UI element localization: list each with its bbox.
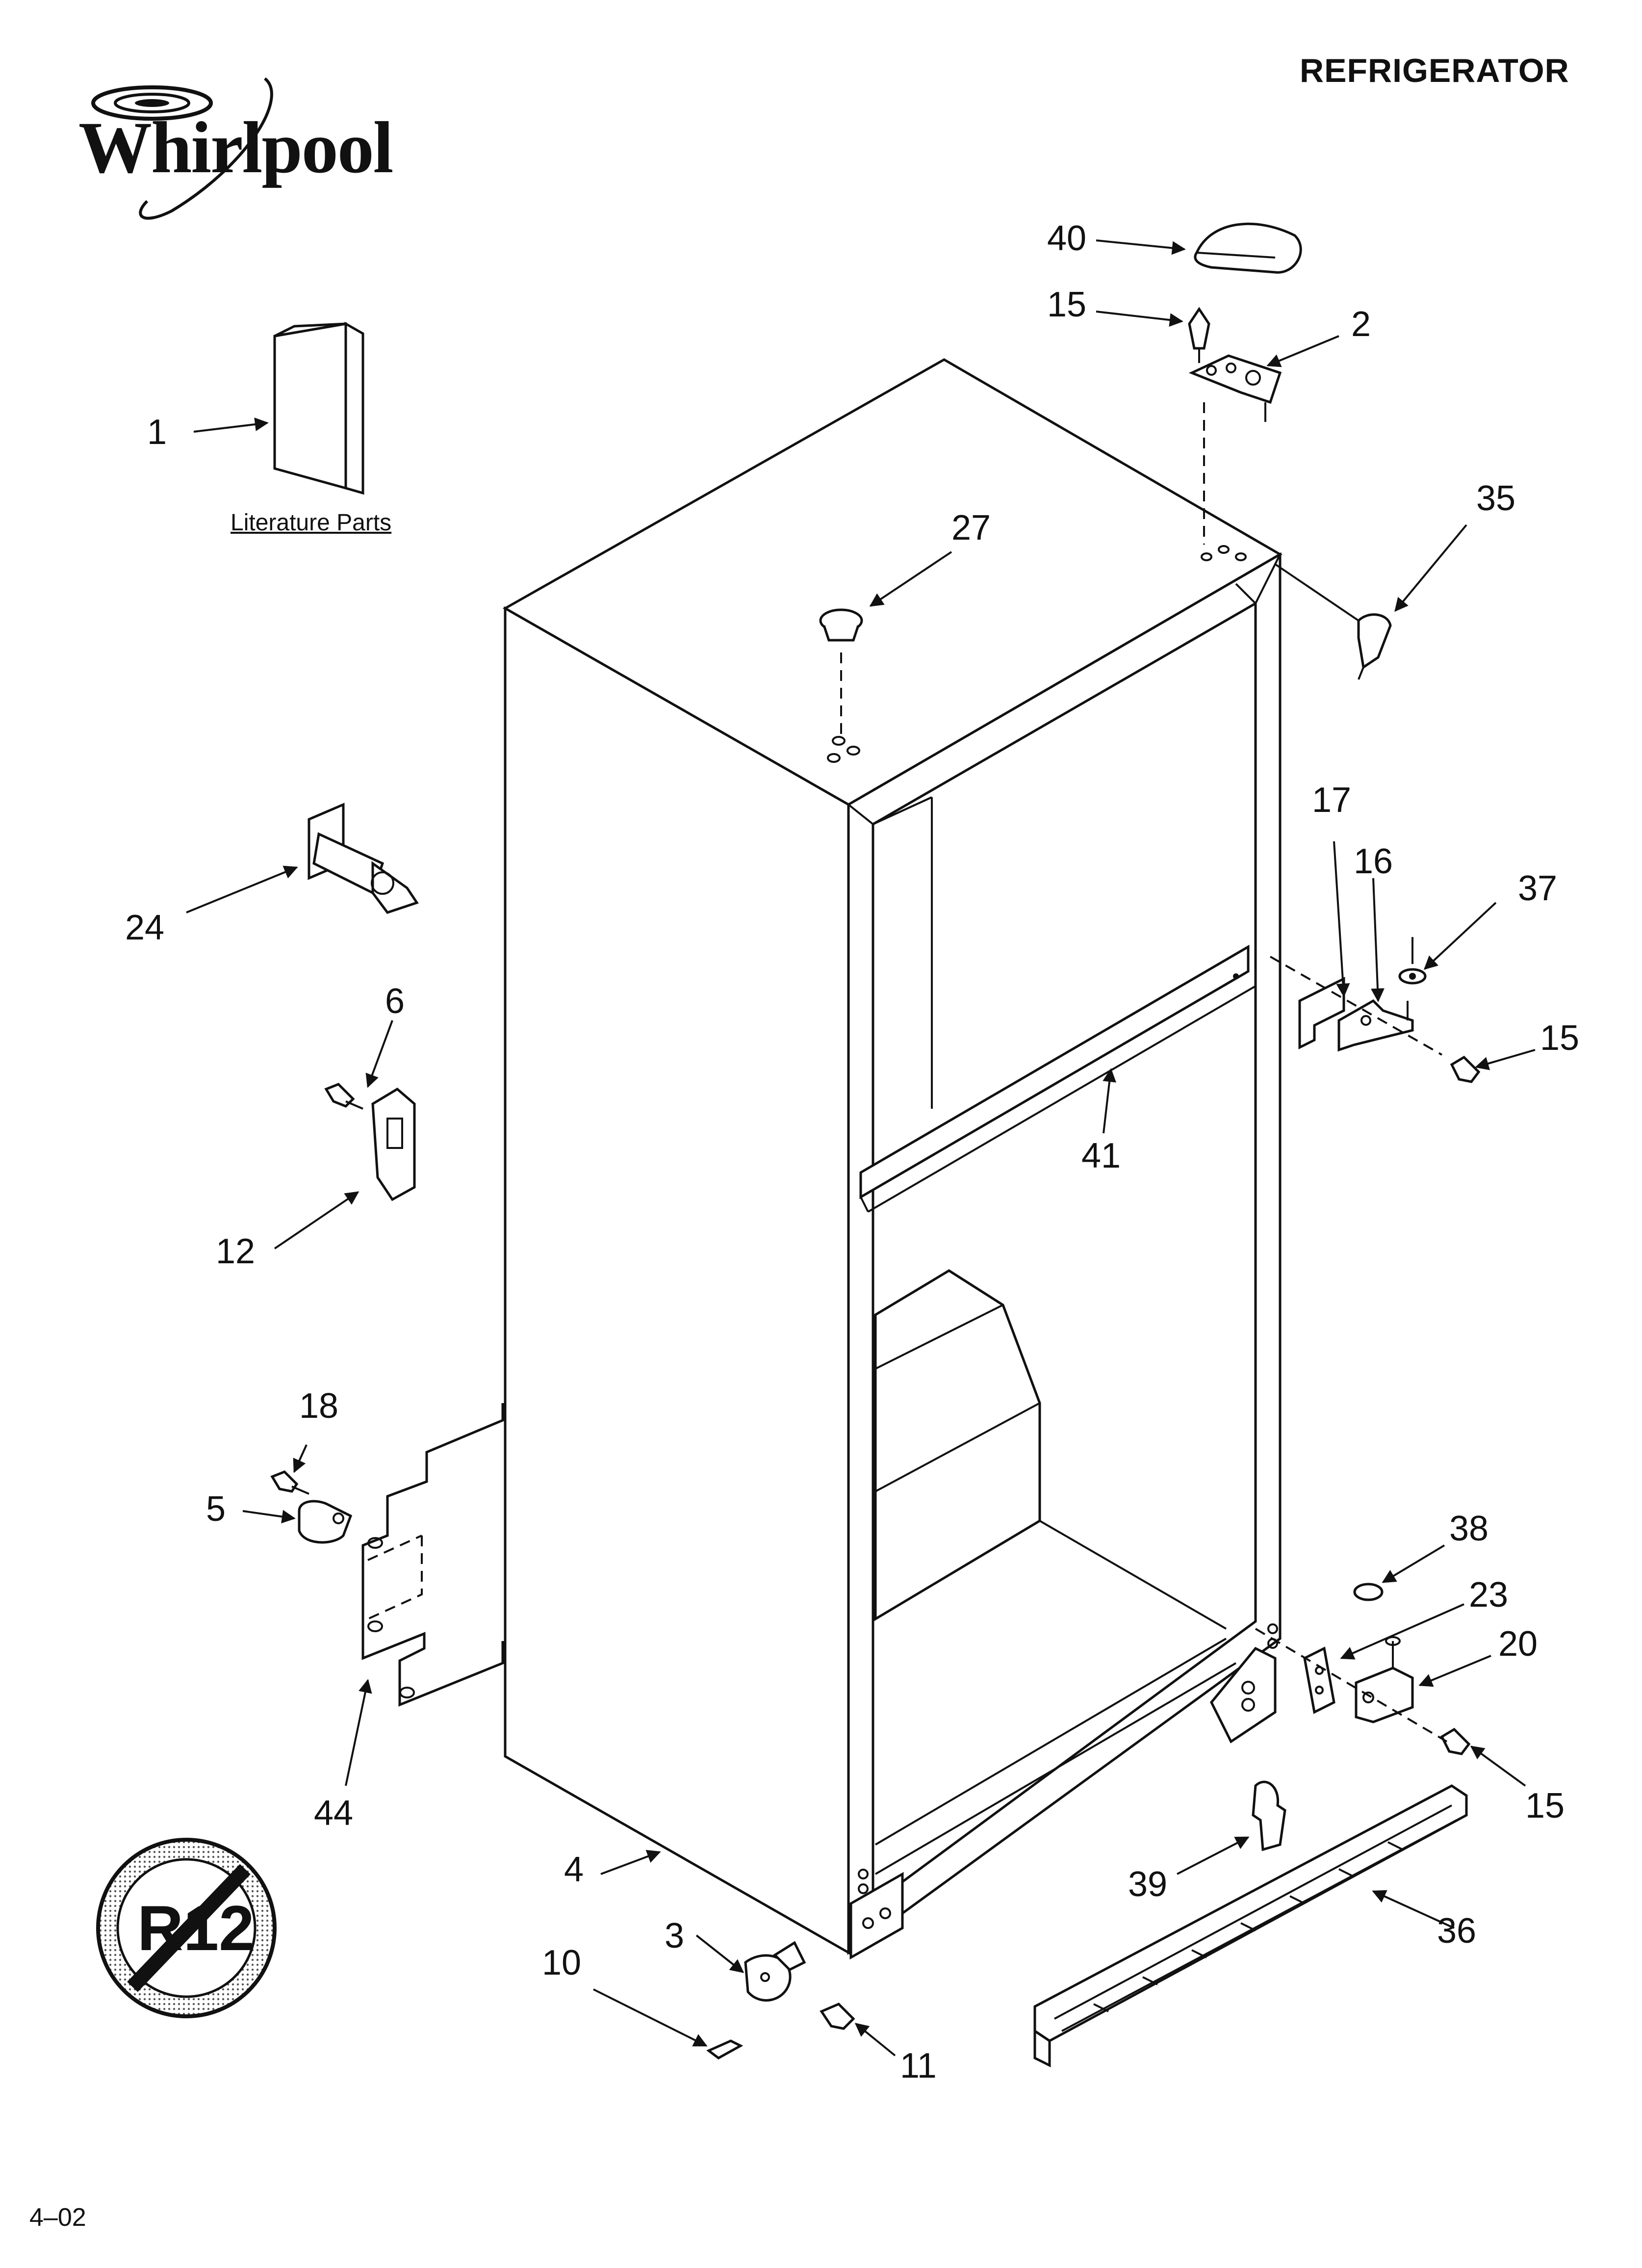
washer <box>1353 1583 1384 1601</box>
callout-11: 11 <box>900 2046 937 2086</box>
center-hinge <box>1270 937 1481 1083</box>
callout-10: 10 <box>542 1943 582 1982</box>
callout-6: 6 <box>385 982 405 1021</box>
callout-20: 20 <box>1498 1624 1538 1664</box>
callout-36: 36 <box>1437 1911 1477 1951</box>
brand-name: Whirlpool <box>78 107 393 188</box>
leader-arrows <box>186 239 1536 2057</box>
callout-4: 4 <box>564 1850 584 1889</box>
literature-parts-label: Literature Parts <box>231 510 392 536</box>
grille-clip <box>1252 1780 1286 1851</box>
top-plug <box>819 608 863 736</box>
whirlpool-logo-icon <box>91 77 273 220</box>
callout-41: 41 <box>1081 1136 1121 1175</box>
callout-44: 44 <box>314 1794 354 1833</box>
callout-15-top: 15 <box>1047 285 1087 324</box>
callout-15-bottom: 15 <box>1525 1786 1565 1825</box>
callout-15-middle: 15 <box>1540 1018 1580 1058</box>
callout-12: 12 <box>216 1232 256 1271</box>
callout-5: 5 <box>206 1489 226 1529</box>
cabinet-shell <box>502 358 1283 1960</box>
tube-clamp <box>270 1470 353 1544</box>
wire-clip <box>324 1083 416 1201</box>
callout-16: 16 <box>1354 842 1393 881</box>
callout-39: 39 <box>1128 1865 1168 1904</box>
roller-assembly <box>308 803 419 914</box>
no-r12-icon <box>96 1838 277 2018</box>
top-hinge <box>1188 307 1282 545</box>
hinge-cover <box>1194 222 1302 274</box>
hinge-clip <box>1274 563 1392 680</box>
callout-35: 35 <box>1476 479 1516 518</box>
callout-40: 40 <box>1047 219 1087 258</box>
callout-27: 27 <box>951 508 991 547</box>
callout-37: 37 <box>1518 869 1558 908</box>
revision-code: 4–02 <box>29 2203 86 2232</box>
callout-17: 17 <box>1312 781 1352 820</box>
callout-23: 23 <box>1469 1575 1509 1615</box>
callout-2: 2 <box>1351 305 1371 344</box>
side-panel-bracket <box>361 1403 504 1707</box>
page-title: REFRIGERATOR <box>1300 52 1569 89</box>
no-r12-label: R12 <box>137 1892 255 1964</box>
callout-18: 18 <box>299 1386 339 1426</box>
callout-24: 24 <box>125 908 165 947</box>
toe-grille <box>1033 1784 1468 2068</box>
callout-1: 1 <box>147 413 167 452</box>
leveling-foot <box>706 1941 855 2059</box>
callout-38: 38 <box>1449 1509 1489 1548</box>
bottom-hinge <box>1255 1628 1471 1755</box>
callout-3: 3 <box>665 1916 685 1955</box>
mullion-rail <box>859 944 1257 1213</box>
literature-booklet <box>273 321 364 495</box>
